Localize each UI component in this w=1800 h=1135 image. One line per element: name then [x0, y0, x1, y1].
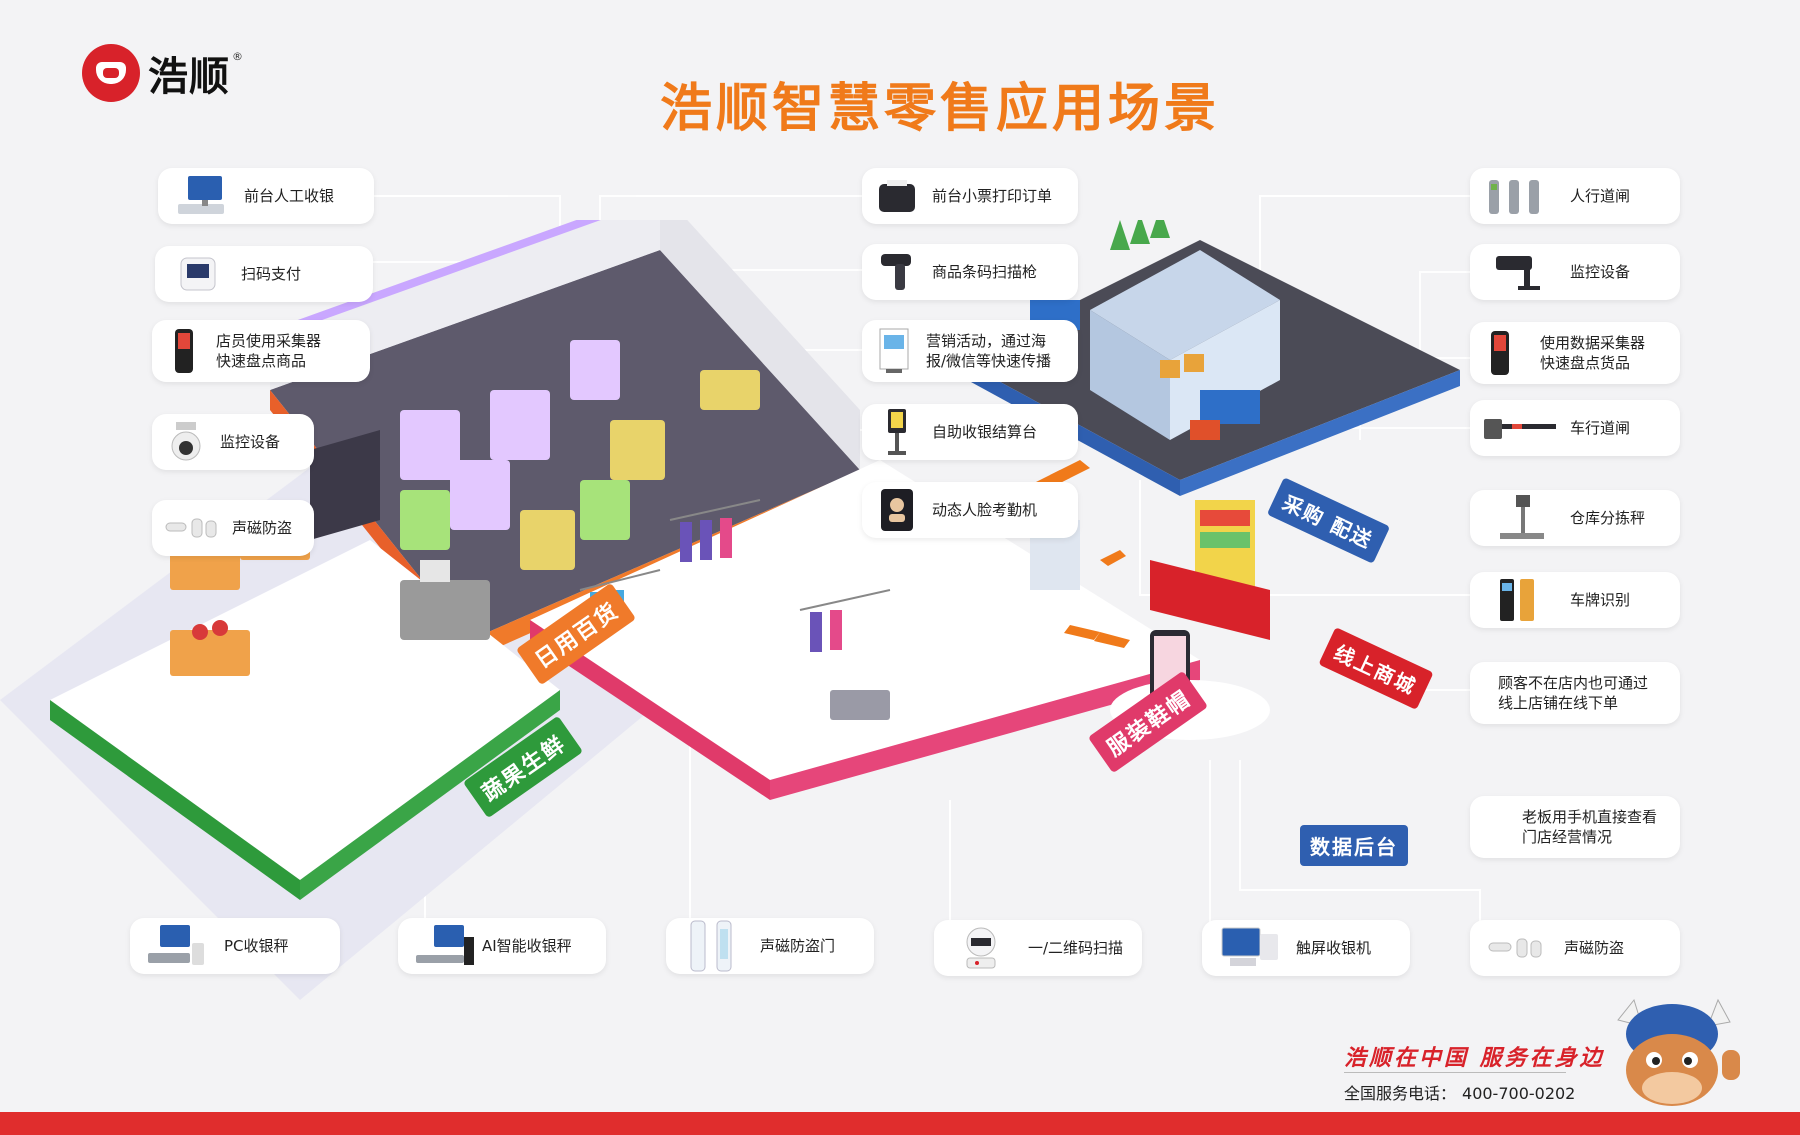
middle-item-4: 动态人脸考勤机: [862, 482, 1078, 538]
bottom-item-label: 声磁防盗门: [760, 937, 836, 955]
left-item-label: 声磁防盗: [232, 519, 293, 537]
right-item-label: 老板用手机直接查看 门店经营情况: [1522, 808, 1658, 846]
right-item-2: 使用数据采集器 快速盘点货品: [1470, 322, 1680, 384]
right-item-5: 车牌识别: [1470, 572, 1680, 628]
footer-red-bar: [0, 1112, 1800, 1135]
ai-scale-icon: [410, 923, 480, 969]
face-attendance-icon: [874, 487, 920, 533]
right-item-label: 仓库分拣秤: [1570, 509, 1646, 527]
online-mall-zone: [1150, 500, 1270, 640]
touch-pos-icon: [1214, 925, 1284, 971]
left-item-2: 店员使用采集器 快速盘点商品: [152, 320, 370, 382]
left-item-label: 扫码支付: [241, 265, 302, 283]
right-item-6: 顾客不在店内也可通过 线上店铺在线下单: [1470, 662, 1680, 724]
right-item-1: 监控设备: [1470, 244, 1680, 300]
middle-item-label: 前台小票打印订单: [932, 187, 1053, 205]
middle-item-2: 营销活动，通过海 报/微信等快速传播: [862, 320, 1078, 382]
plate-recognition-icon: [1482, 577, 1558, 623]
bottom-item-2: 声磁防盗门: [666, 918, 874, 974]
surveillance-camera-icon: [1482, 249, 1558, 295]
right-item-3: 车行道闸: [1470, 400, 1680, 456]
bottom-item-label: 声磁防盗: [1564, 939, 1625, 957]
bottom-item-0: PC收银秤: [130, 918, 340, 974]
scan-pay-box-icon: [167, 251, 229, 297]
left-item-4: 声磁防盗: [152, 500, 314, 556]
left-item-label: 监控设备: [220, 433, 281, 451]
phone-label: 全国服务电话：: [1344, 1084, 1457, 1103]
page-title: 浩顺智慧零售应用场景: [659, 78, 1220, 139]
bottom-item-3: 一/二维码扫描: [934, 920, 1142, 976]
apparel-zone: [530, 460, 1200, 800]
retail-scene-illustration: [0, 220, 1460, 1000]
bottom-item-label: 一/二维码扫描: [1028, 939, 1124, 957]
left-item-label: 前台人工收银: [244, 187, 335, 205]
right-item-0: 人行道闸: [1470, 168, 1680, 224]
vehicle-barrier-icon: [1482, 405, 1558, 451]
slogan-divider: [1344, 1072, 1566, 1073]
pc-scale-icon: [142, 923, 212, 969]
bottom-item-4: 触屏收银机: [1202, 920, 1410, 976]
middle-item-label: 商品条码扫描枪: [932, 263, 1038, 281]
bottom-item-1: AI智能收银秤: [398, 918, 606, 974]
security-gate-icon: [678, 920, 748, 972]
security-tag-icon: [1482, 925, 1552, 971]
left-item-label: 店员使用采集器 快速盘点商品: [216, 332, 322, 370]
brand-logo: 浩顺 ®: [82, 44, 243, 102]
right-item-label: 使用数据采集器 快速盘点货品: [1540, 334, 1646, 372]
middle-item-label: 自助收银结算台: [932, 423, 1038, 441]
right-item-label: 顾客不在店内也可通过 线上店铺在线下单: [1498, 674, 1649, 712]
right-item-label: 车牌识别: [1570, 591, 1631, 609]
warehouse-scale-icon: [1482, 495, 1558, 541]
right-item-label: 车行道闸: [1570, 419, 1631, 437]
bottom-item-label: PC收银秤: [224, 937, 289, 955]
brand-name: 浩顺: [148, 54, 230, 100]
cctv-camera-icon: [164, 419, 208, 465]
bull-mascot-icon: [1617, 998, 1740, 1106]
registered-mark: ®: [232, 50, 243, 63]
bull-logo-icon: [82, 44, 140, 102]
bottom-item-label: AI智能收银秤: [482, 937, 572, 955]
self-checkout-kiosk-icon: [874, 409, 920, 455]
middle-item-1: 商品条码扫描枪: [862, 244, 1078, 300]
qr-scanner-icon: [946, 925, 1016, 971]
pedestrian-gate-icon: [1482, 173, 1558, 219]
middle-item-label: 动态人脸考勤机: [932, 501, 1038, 519]
logistics-warehouse-zone: [960, 220, 1460, 496]
handheld-collector-icon: [164, 328, 204, 374]
footer-slogan: 浩顺在中国 服务在身边: [1344, 1045, 1605, 1071]
right-item-4: 仓库分拣秤: [1470, 490, 1680, 546]
scene-label-backend: 数据后台: [1300, 825, 1408, 866]
phone-number: 400-700-0202: [1462, 1084, 1576, 1103]
left-item-1: 扫码支付: [155, 246, 373, 302]
bottom-item-label: 触屏收银机: [1296, 939, 1372, 957]
barcode-gun-icon: [874, 249, 920, 295]
middle-item-label: 营销活动，通过海 报/微信等快速传播: [926, 332, 1052, 370]
right-item-label: 监控设备: [1570, 263, 1631, 281]
right-item-7: 老板用手机直接查看 门店经营情况: [1470, 796, 1680, 858]
right-item-label: 人行道闸: [1570, 187, 1631, 205]
service-phone: 全国服务电话： 400-700-0202: [1344, 1080, 1575, 1104]
receipt-printer-icon: [874, 173, 920, 219]
data-collector-icon: [1482, 330, 1518, 376]
security-tag-icon: [164, 505, 220, 551]
pos-terminal-icon: [170, 173, 232, 219]
left-item-0: 前台人工收银: [158, 168, 374, 224]
middle-item-0: 前台小票打印订单: [862, 168, 1078, 224]
left-item-3: 监控设备: [152, 414, 314, 470]
poster-icon: [874, 328, 914, 374]
middle-item-3: 自助收银结算台: [862, 404, 1078, 460]
bottom-item-5: 声磁防盗: [1470, 920, 1680, 976]
